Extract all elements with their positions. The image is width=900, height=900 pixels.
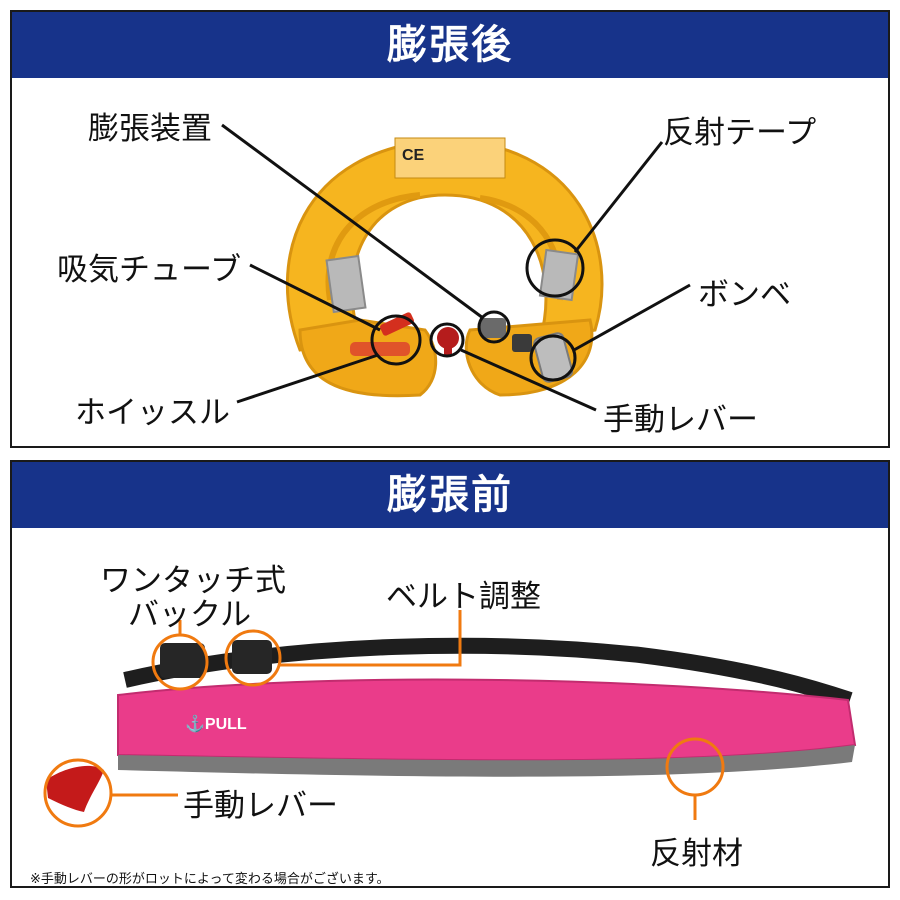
- inflated-panel: 膨張後: [10, 10, 890, 448]
- label-inflator: 膨張装置: [88, 111, 212, 147]
- label-manual-lever-top: 手動レバー: [603, 402, 758, 438]
- label-belt-adjust: ベルト調整: [386, 579, 541, 615]
- label-manual-lever-bottom: 手動レバー: [183, 788, 338, 824]
- label-reflective-tape: 反射テープ: [663, 115, 817, 151]
- label-cylinder: ボンベ: [698, 277, 791, 313]
- label-reflective-material: 反射材: [650, 836, 743, 872]
- footnote: ※手動レバーの形がロットによって変わる場合がございます。: [30, 872, 390, 887]
- inflated-title: 膨張後: [12, 12, 888, 78]
- label-whistle: ホイッスル: [75, 395, 230, 431]
- deflated-panel: 膨張前: [10, 460, 890, 888]
- label-buckle-line1: ワンタッチ式: [100, 563, 286, 599]
- label-inflation-tube: 吸気チューブ: [57, 252, 242, 288]
- deflated-title: 膨張前: [12, 462, 888, 528]
- label-buckle-line2: バックル: [128, 597, 252, 633]
